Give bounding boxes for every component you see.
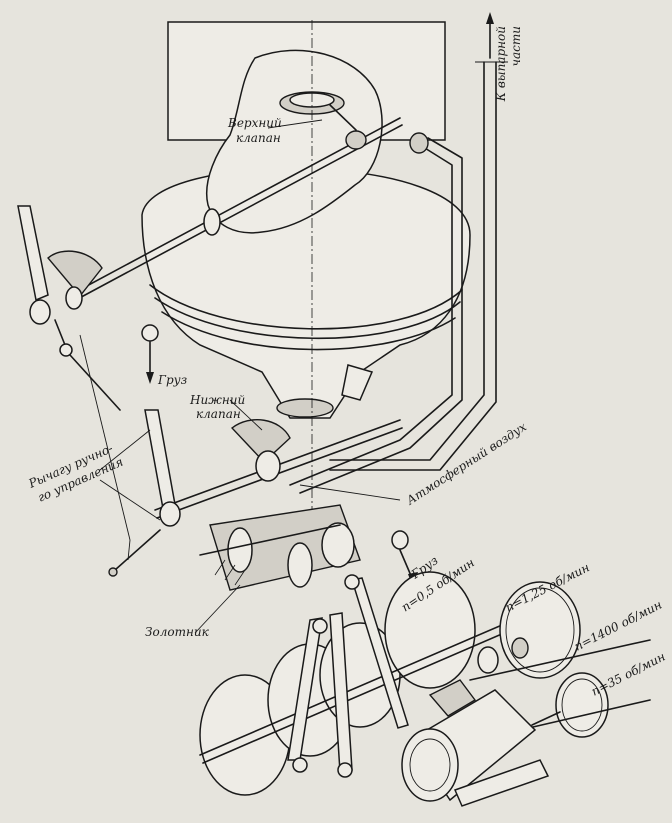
vapor-pipes <box>289 12 508 494</box>
spool-assembly <box>199 504 418 591</box>
electric-motor <box>401 679 561 807</box>
tank <box>141 20 471 560</box>
upper-valve-shaft <box>69 104 403 303</box>
label-weight-top: Груз <box>157 373 187 387</box>
label-to-evaporator-line1: К выпарной <box>494 26 508 102</box>
upper-lever <box>17 205 159 411</box>
lower-valve-assembly <box>79 334 403 577</box>
leader-lines <box>99 119 401 634</box>
label-upper-valve-line2: клапан <box>236 131 281 145</box>
gear-train <box>469 581 651 738</box>
label-spool: Золотник <box>145 625 210 639</box>
linkages <box>287 574 409 778</box>
label-upper-valve-line1: Верхний <box>227 116 282 130</box>
label-speed-1400: n=1400 об/мин <box>572 597 664 653</box>
label-atmospheric-air: Атмосферный воздух <box>403 419 529 508</box>
label-speed-35: n=35 об/мин <box>589 649 668 698</box>
label-lower-valve-line1: Нижний <box>189 393 245 407</box>
label-to-evaporator-line2: части <box>509 26 523 66</box>
label-lower-valve-line2: клапан <box>196 407 241 421</box>
